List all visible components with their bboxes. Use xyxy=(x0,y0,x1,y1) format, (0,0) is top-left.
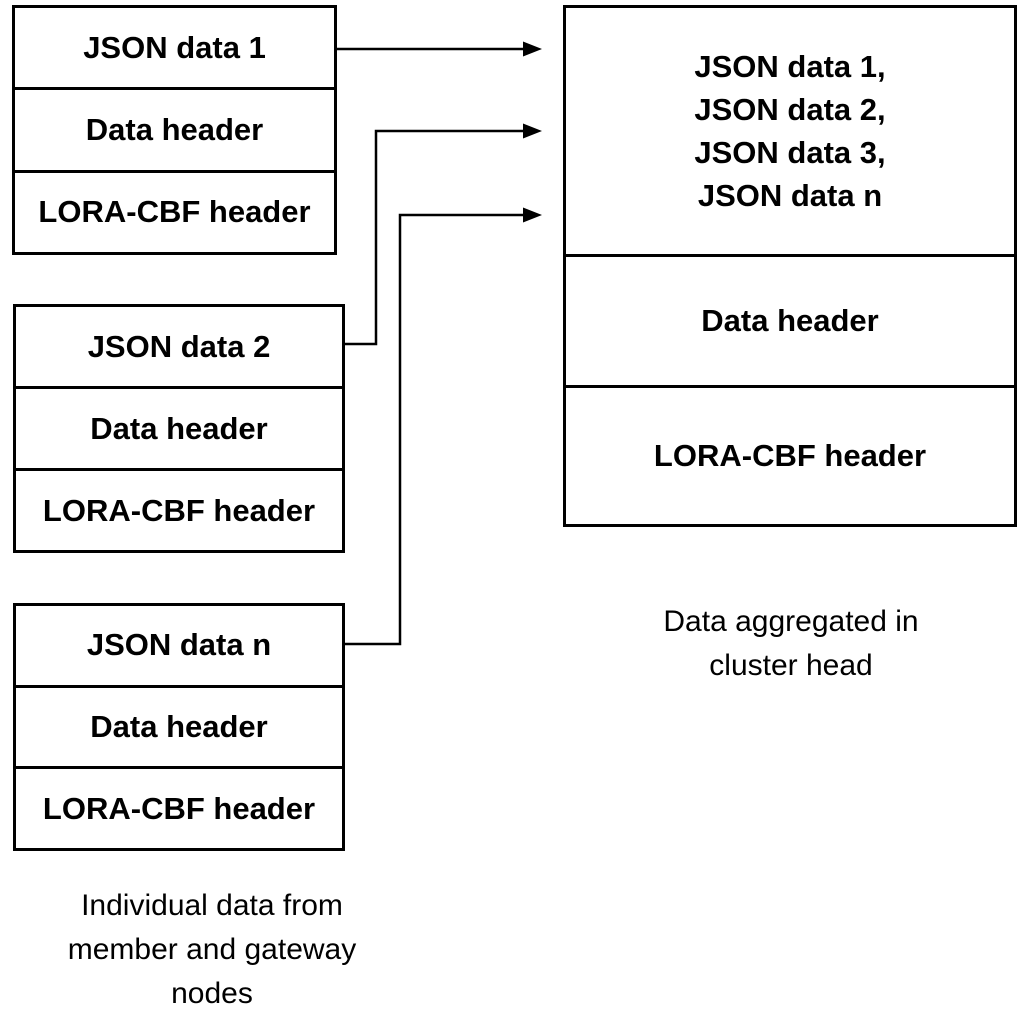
aggregated-packet-box: JSON data 1, JSON data 2, JSON data 3, J… xyxy=(563,5,1017,527)
aggregated-payload-line-2: JSON data 2, xyxy=(694,92,886,128)
aggregated-payload-line-4: JSON data n xyxy=(697,178,883,214)
arrow-line-packet3-to-aggregate xyxy=(345,213,524,646)
right-caption-line-2: cluster head xyxy=(709,649,873,682)
aggregated-data-header-label: Data header xyxy=(566,254,1014,384)
packet-2-json-data-label: JSON data 2 xyxy=(87,328,271,364)
packet-2-lora-cbf-header-label: LORA-CBF header xyxy=(16,468,342,550)
aggregated-payload-section: JSON data 1, JSON data 2, JSON data 3, J… xyxy=(566,8,1014,254)
packet-box-3: JSON data n Data header LORA-CBF header xyxy=(13,603,345,851)
arrow-line-packet2-to-aggregate xyxy=(345,129,524,346)
right-caption: Data aggregated in cluster head xyxy=(591,600,991,688)
packet-2-data-header-label: Data header xyxy=(16,386,342,468)
packet-box-2: JSON data 2 Data header LORA-CBF header xyxy=(13,304,345,553)
packet-1-data-header-label: Data header xyxy=(15,87,334,169)
left-caption: Individual data from member and gateway … xyxy=(32,884,392,1016)
left-caption-line-1: Individual data from xyxy=(81,889,343,922)
packet-3-data-header-label: Data header xyxy=(16,684,342,767)
left-caption-line-3: nodes xyxy=(171,977,253,1010)
right-caption-line-1: Data aggregated in xyxy=(663,605,919,638)
packet-3-lora-cbf-header-label: LORA-CBF header xyxy=(16,766,342,848)
left-caption-line-2: member and gateway xyxy=(67,933,357,966)
arrowhead-packet1-icon xyxy=(523,41,542,57)
packet-box-1: JSON data 1 Data header LORA-CBF header xyxy=(12,5,337,255)
aggregated-payload-line-1: JSON data 1, xyxy=(694,49,886,85)
arrowhead-packet3-icon xyxy=(523,207,542,223)
aggregated-payload-line-3: JSON data 3, xyxy=(694,135,886,171)
packet-3-json-data-label: JSON data n xyxy=(86,627,272,663)
packet-1-lora-cbf-header-label: LORA-CBF header xyxy=(15,169,334,252)
packet-1-json-data-label: JSON data 1 xyxy=(83,29,266,65)
arrowhead-packet2-icon xyxy=(523,123,542,139)
aggregated-lora-cbf-header-label: LORA-CBF header xyxy=(566,384,1014,524)
